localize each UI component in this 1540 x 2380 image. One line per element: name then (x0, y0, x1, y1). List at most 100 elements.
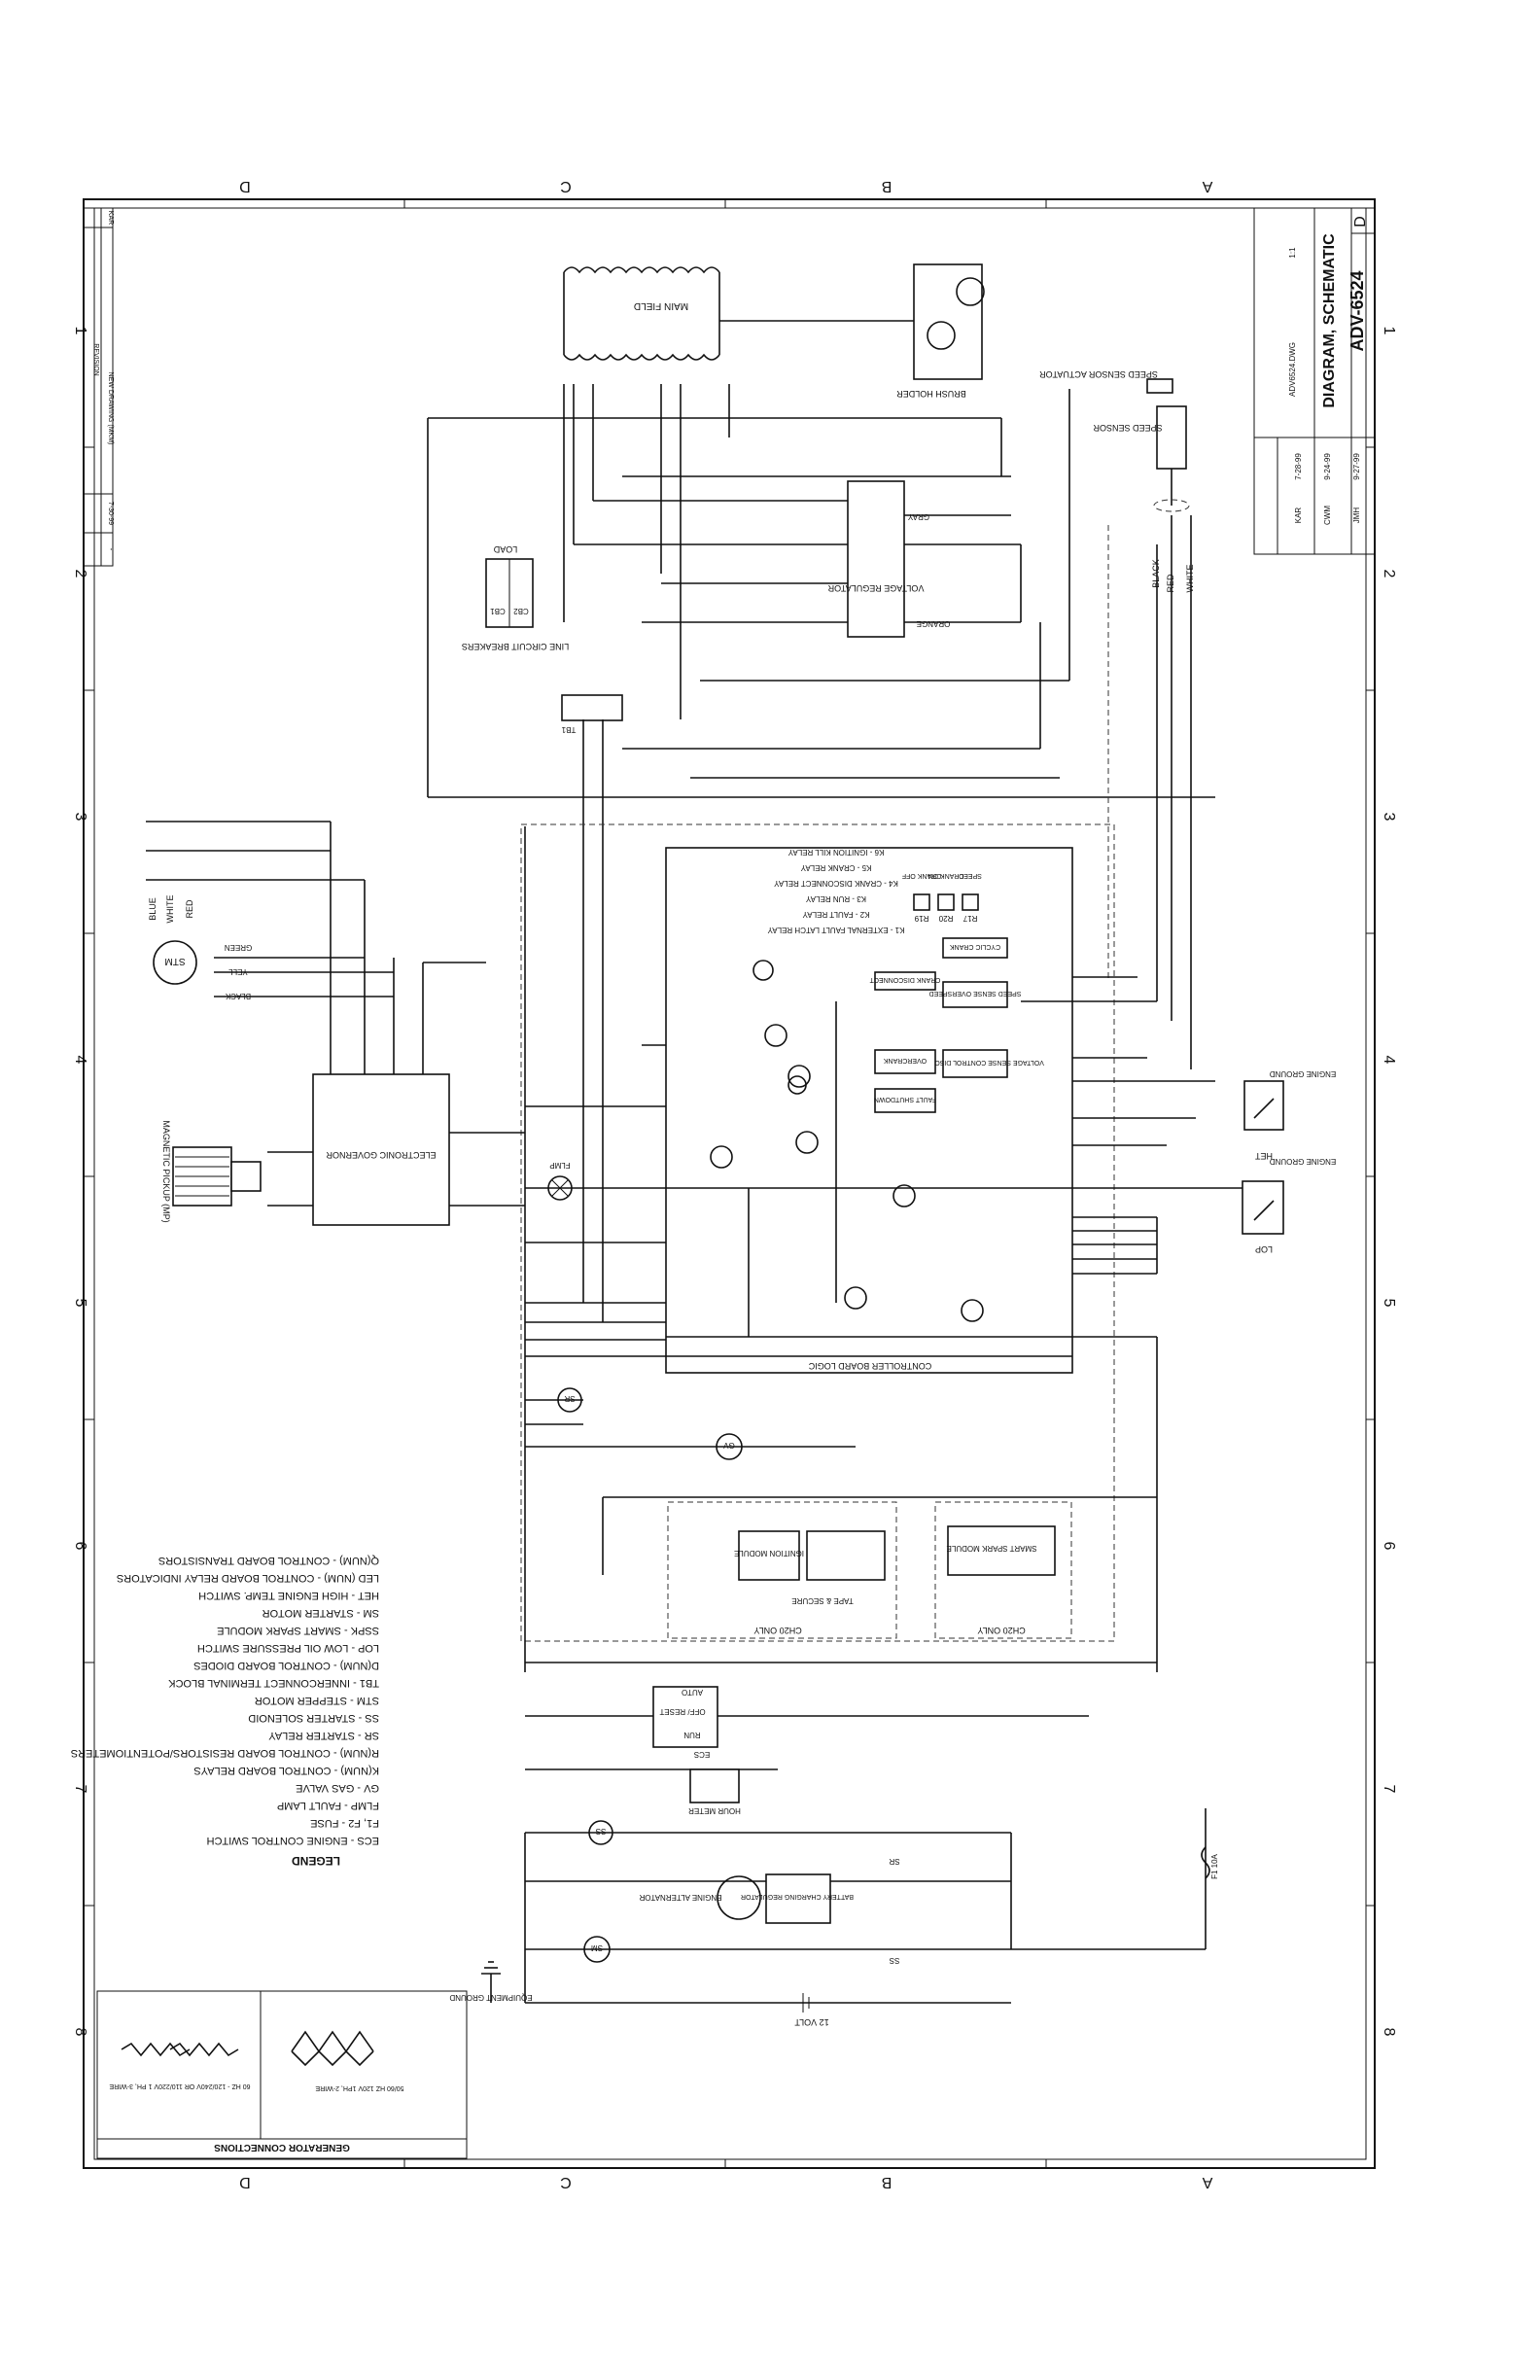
board-function: SPEED SENSE OVERSPEED (929, 990, 1022, 997)
tb1-label: TB1 (561, 725, 576, 734)
battery: 12 VOLT (794, 2017, 829, 2027)
zone-row-label: D (239, 2174, 251, 2190)
relay-legend-item: K3 - RUN RELAY (805, 894, 866, 903)
wire-color-orange: ORANGE (917, 619, 951, 628)
wire-color-white-stm: WHITE (165, 895, 175, 924)
zone-column-numbers-right: 1 2 3 4 5 6 7 8 (1381, 327, 1397, 2037)
legend-item: F1, F2 - FUSE (310, 1817, 379, 1829)
fuse-f1: F1 10A (1201, 1846, 1219, 1879)
legend-item: ECS - ENGINE CONTROL SWITCH (207, 1835, 379, 1846)
zone-column-label: 6 (72, 1542, 88, 1551)
gv-label: GV (723, 1441, 735, 1450)
tb1-upper: TB1 (561, 694, 623, 734)
sr-contact-label: SR (889, 1857, 899, 1866)
engine-ground-label: ENGINE GROUND (1270, 1069, 1337, 1078)
load-label: LOAD (493, 544, 517, 554)
speed-sensor-label: SPEED SENSOR (1093, 423, 1163, 433)
legend-item: GV - GAS VALVE (296, 1782, 379, 1794)
zone-column-label: 7 (1381, 1785, 1397, 1794)
relay-legend-item: K2 - FAULT RELAY (802, 910, 870, 919)
zone-row-label: B (882, 178, 892, 194)
board-function: FAULT SHUTDOWN (874, 1096, 936, 1102)
ch20-only-smart-spark: SMART SPARK MODULE CH20 ONLY (934, 1501, 1072, 1639)
het-switch: HET ENGINE GROUND (1243, 1069, 1337, 1161)
magnetic-pickup: MAGNETIC PICKUP (MP) (161, 1120, 262, 1223)
gas-valve: GV (716, 1433, 743, 1460)
ch20-only-ignition: IGNITION MODULE CH20 ONLY TAPE & SECURE (667, 1501, 897, 1639)
zone-row-label: A (1202, 178, 1212, 194)
revision-header: REVISION (92, 343, 99, 375)
relay-legend-item: K1 - EXTERNAL FAULT LATCH RELAY (767, 926, 905, 934)
tape-secure-label: TAPE & SECURE (791, 1596, 853, 1605)
revision-block: REVISION - 7-30-99 NEW DRAWING (MKM) KAR (83, 207, 116, 567)
pot-label: CRANK OFF (902, 872, 941, 879)
wire-color-red: RED (1166, 574, 1175, 593)
wire-color-white: WHITE (1185, 565, 1195, 593)
zone-column-label: 4 (1381, 1056, 1397, 1065)
legend-title: LEGEND (292, 1854, 340, 1868)
het-label: HET (1254, 1151, 1273, 1161)
zone-column-label: 5 (1381, 1299, 1397, 1308)
voltage-regulator-label: VOLTAGE REGULATOR (827, 583, 924, 593)
pot-id: R19 (914, 914, 928, 923)
zone-column-label: 7 (72, 1785, 88, 1794)
legend-item: SR - STARTER RELAY (268, 1730, 379, 1741)
smart-spark-label: SMART SPARK MODULE (947, 1544, 1037, 1553)
drawing-scale: 1:1 (1288, 247, 1297, 259)
revision-by: KAR (107, 211, 114, 225)
engine-control-switch: AUTO OFF/ RESET RUN ECS (652, 1686, 718, 1759)
circuit-breakers-label: LINE CIRCUIT BREAKERS (462, 642, 569, 651)
ss-contact-label: SS (890, 1956, 900, 1965)
zone-column-label: 3 (72, 813, 88, 822)
legend: LEGEND ECS - ENGINE CONTROL SWITCH F1, F… (71, 1555, 379, 1868)
magnetic-pickup-label: MAGNETIC PICKUP (MP) (161, 1120, 171, 1222)
ecs-position: OFF/ RESET (659, 1707, 705, 1716)
revision-date: 7-30-99 (107, 502, 114, 525)
ch20-only-label: CH20 ONLY (753, 1626, 801, 1635)
battery-charging: BATTERY CHARGING REGULATOR ENGINE ALTERN… (639, 1873, 854, 1924)
zone-row-label: D (239, 178, 251, 194)
speed-sensor: SPEED SENSOR ACTUATOR SPEED SENSOR (1039, 369, 1190, 512)
hour-meter-label: HOUR METER (688, 1806, 741, 1815)
drawn-date: 7-28-99 (1294, 453, 1303, 480)
wire-color-green: GREEN (225, 943, 253, 952)
legend-item: LED (NUM) - CONTROL BOARD RELAY INDICATO… (117, 1572, 379, 1584)
pot-label: SPEED (959, 872, 982, 879)
brush-holder-label: BRUSH HOLDER (896, 389, 966, 399)
zone-column-label: 8 (72, 2028, 88, 2037)
starter-motor: SM (583, 1936, 611, 1963)
voltage-regulator: VOLTAGE REGULATOR (827, 480, 924, 638)
wire-color-yell: YELL (228, 967, 248, 976)
ecs-position: RUN (683, 1731, 701, 1739)
wire-color-blue: BLUE (148, 897, 158, 921)
zone-column-label: 2 (72, 570, 88, 578)
board-function-blocks: CYCLIC CRANK SPEED SENSE OVERSPEED CRANK… (869, 937, 1044, 1113)
zone-column-label: 4 (72, 1056, 88, 1065)
revision-description: NEW DRAWING (MKM) (107, 372, 114, 445)
brush-holder: BRUSH HOLDER (896, 263, 985, 399)
pot-id: R17 (962, 914, 977, 923)
main-field-label: MAIN FIELD (634, 300, 688, 311)
legend-item: STM - STEPPER MOTOR (255, 1695, 379, 1706)
cb1-label: CB1 (490, 607, 506, 615)
approved-by: JMH (1352, 508, 1361, 524)
revision-rev: - (107, 548, 116, 551)
battery-label: 12 VOLT (794, 2017, 829, 2027)
zone-column-label: 1 (72, 327, 88, 335)
load-breakers: LOAD CB1 CB2 LINE CIRCUIT BREAKERS (462, 544, 569, 651)
starter-relay: SR SR (557, 1387, 900, 1866)
hour-meter: HOUR METER (688, 1768, 741, 1815)
zone-column-label: 1 (1381, 327, 1397, 335)
flmp-label: FLMP (549, 1161, 570, 1170)
generator-connections-left-note: 60 HZ - 120/240V OR 110/220V 1 PH, 3-WIR… (109, 2082, 250, 2089)
fuse-f1-label: F1 10A (1210, 1853, 1219, 1878)
title-block: DIAGRAM, SCHEMATIC ADV-6524 D ADV6524.DW… (1253, 207, 1376, 555)
legend-item: HET - HIGH ENGINE TEMP. SWITCH (198, 1590, 379, 1601)
board-function: CRANK DISCONNECT (869, 976, 940, 983)
legend-item: TB1 - INNERCONNECT TERMINAL BLOCK (168, 1677, 379, 1689)
checked-date: 9-24-99 (1323, 453, 1332, 480)
relay-legend: K1 - EXTERNAL FAULT LATCH RELAY K2 - FAU… (767, 848, 905, 934)
equipment-ground-label: EQUIPMENT GROUND (449, 1993, 532, 2002)
legend-item: LOP - LOW OIL PRESSURE SWITCH (197, 1642, 379, 1654)
